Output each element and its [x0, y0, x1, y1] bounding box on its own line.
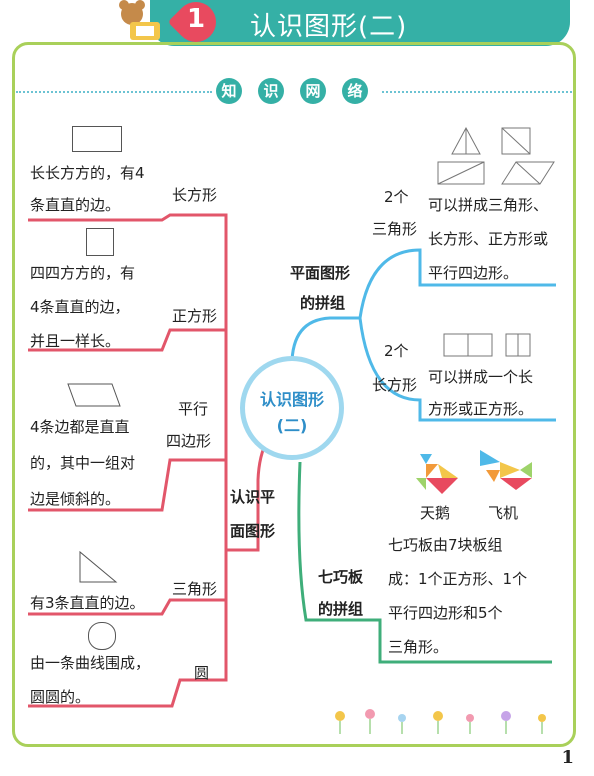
square-label: 正方形: [172, 307, 218, 325]
rect-desc-2: 方形或正方形。: [428, 400, 534, 418]
dotted-divider-left: [16, 91, 212, 93]
triangle-shape-icon: [79, 550, 118, 583]
branch-tangram-2: 的拼组: [318, 600, 364, 618]
circle-shape-icon: [88, 622, 116, 650]
branch-recognize-2: 面图形: [230, 522, 276, 540]
square-desc-1: 四四方方的，有: [30, 264, 136, 282]
bear-mascot-icon: [112, 0, 168, 44]
triangle-label: 三角形: [172, 580, 218, 598]
lesson-number: 1: [186, 4, 206, 34]
rect-shape: 长方形: [372, 376, 418, 394]
swan-tangram-icon: [416, 454, 458, 494]
rectangle-desc-1: 长长方方的，有4: [30, 164, 145, 182]
rect-desc-1: 可以拼成一个长: [428, 368, 534, 386]
branch-plane-2: 的拼组: [300, 294, 346, 312]
page-title: 认识图形(二): [250, 12, 408, 42]
triangle-combo-icons: [437, 126, 555, 185]
branch-recognize-1: 认识平: [230, 488, 276, 506]
rectangle-shape-icon: [72, 126, 122, 152]
section-char-3: 网: [300, 78, 326, 104]
branch-plane-1: 平面图形: [290, 264, 351, 282]
parallelogram-desc-1: 4条边都是直直: [30, 418, 130, 436]
section-char-2: 识: [258, 78, 284, 104]
rect-count: 2个: [384, 342, 409, 360]
airplane-tangram-icon: [480, 450, 532, 490]
tangram-desc-2: 成：1个正方形、1个: [388, 570, 528, 588]
parallelogram-label-2: 四边形: [166, 432, 212, 450]
parallelogram-desc-2: 的，其中一组对: [30, 454, 136, 472]
rectangle-label: 长方形: [172, 186, 218, 204]
rectangle-desc-2: 条直直的边。: [30, 196, 121, 214]
rectangle-combo-icons: [443, 333, 531, 357]
flowers-decoration-icon: [335, 709, 546, 734]
tangram-desc-4: 三角形。: [388, 638, 449, 656]
dotted-divider-right: [382, 91, 572, 93]
center-title-line1: 认识图形: [259, 390, 324, 409]
tri-desc-3: 平行四边形。: [428, 264, 519, 282]
circle-desc-2: 圆圆的。: [30, 688, 91, 706]
center-title-line2: (二): [276, 416, 308, 435]
tangram-desc-1: 七巧板由7块板组: [388, 536, 503, 554]
tri-desc-2: 长方形、正方形或: [428, 230, 549, 248]
branch-tangram-1: 七巧板: [318, 568, 364, 586]
section-char-1: 知: [216, 78, 242, 104]
tri-desc-1: 可以拼成三角形、: [428, 196, 549, 214]
tangram-desc-3: 平行四边形和5个: [388, 604, 503, 622]
section-char-4: 络: [342, 78, 368, 104]
square-desc-3: 并且一样长。: [30, 332, 121, 350]
triangle-desc-1: 有3条直直的边。: [30, 594, 145, 612]
parallelogram-label-1: 平行: [178, 400, 209, 418]
content-frame: [12, 42, 576, 747]
parallelogram-desc-3: 边是倾斜的。: [30, 490, 121, 508]
center-circle: [240, 356, 344, 460]
circle-desc-1: 由一条曲线围成，: [30, 654, 151, 672]
square-shape-icon: [86, 228, 114, 256]
tri-count: 2个: [384, 188, 409, 206]
circle-label: 圆: [194, 664, 210, 682]
title-banner: [150, 0, 570, 46]
parallelogram-shape-icon: [67, 383, 121, 407]
square-desc-2: 4条直直的边，: [30, 298, 130, 316]
tri-shape: 三角形: [372, 220, 418, 238]
page-number: 1: [561, 747, 574, 768]
airplane-label: 飞机: [488, 504, 519, 522]
swan-label: 天鹅: [420, 504, 451, 522]
